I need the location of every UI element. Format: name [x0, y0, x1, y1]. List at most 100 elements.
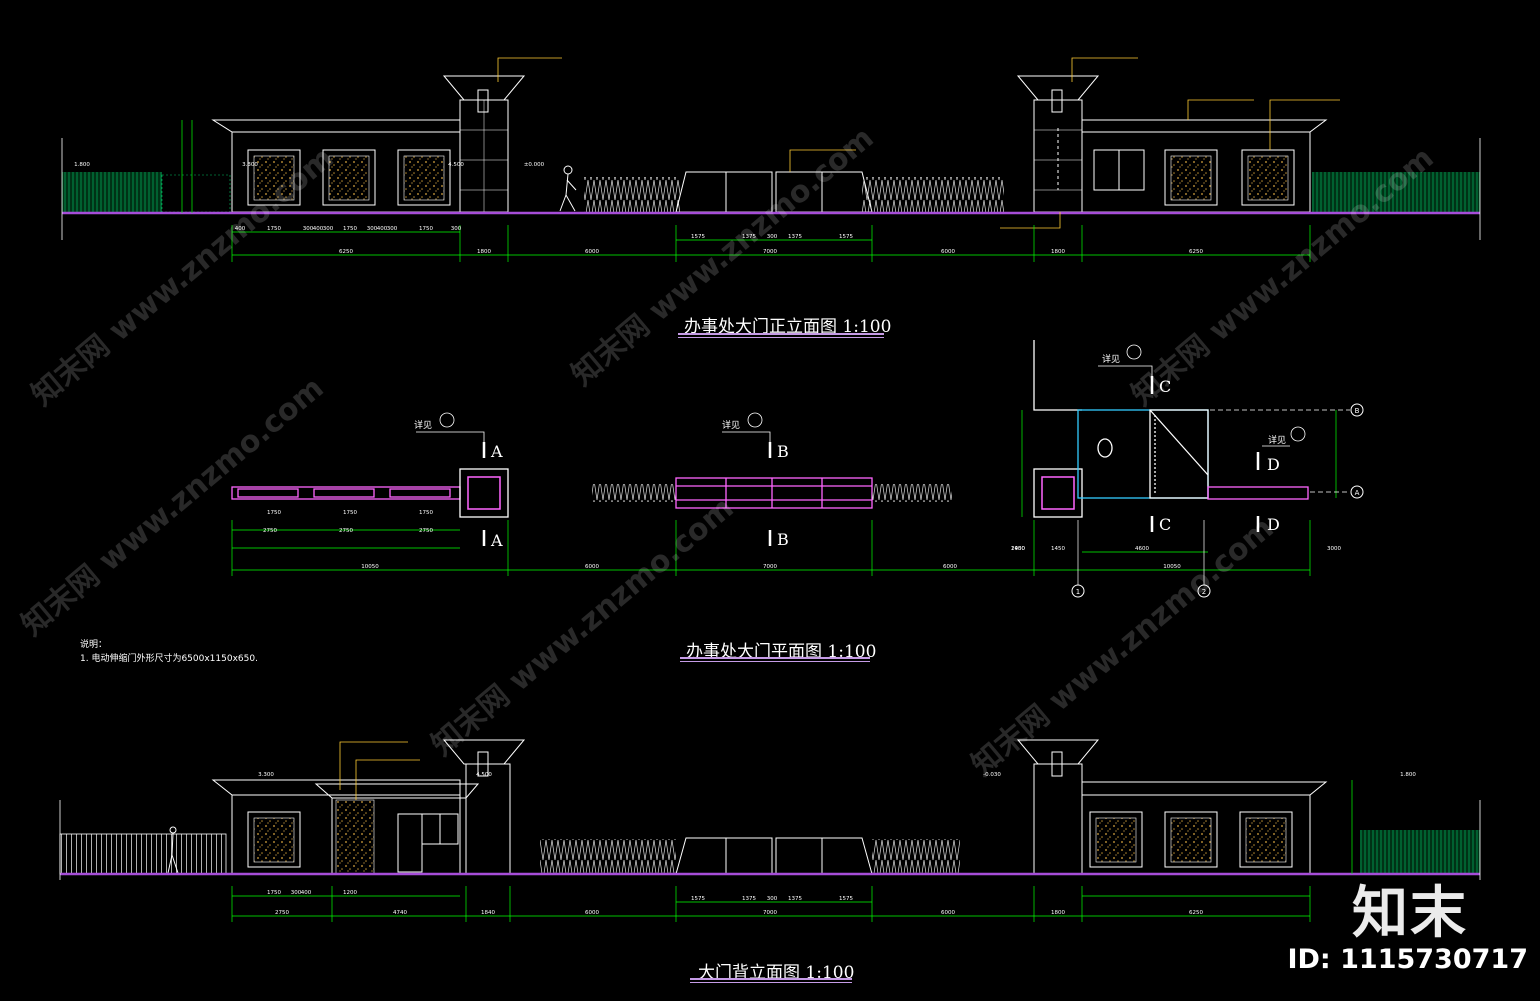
back-window-left [247, 811, 301, 868]
dim-front-row1-8: 300 [387, 226, 398, 232]
dim-front-row2-4: 6000 [941, 249, 955, 255]
plan-telescopic-left [592, 484, 676, 502]
plan-view [231, 340, 1364, 598]
dim-plan-row2-2: 2750 [419, 528, 433, 534]
title-front-underline-2 [678, 337, 884, 338]
front-elevation [61, 57, 1481, 262]
section-mark-c-bottom: C [1159, 515, 1171, 534]
section-mark-b-top: B [777, 442, 789, 461]
plan-telescopic-right [872, 484, 952, 502]
dim-back-mid-4: 1575 [839, 896, 853, 902]
title-back-underline [690, 978, 852, 980]
level-back-1: 4.500 [476, 772, 492, 778]
dim-back-row2-3: 6000 [585, 910, 599, 916]
back-window-right-1 [1089, 811, 1143, 868]
dim-plan-right-2: 2900 [1011, 546, 1025, 552]
dim-back-row2-4: 7000 [763, 910, 777, 916]
dim-plan-row1-2: 1750 [419, 510, 433, 516]
dim-front-row1-1: 1750 [267, 226, 281, 232]
section-mark-b-bottom: B [777, 530, 789, 549]
brand-logo: 知末 [1352, 881, 1468, 946]
back-tower-left [442, 739, 526, 875]
dim-back-mid-1: 1375 [742, 896, 756, 902]
dim-plan-row3-0: 10050 [361, 564, 379, 570]
axis-2: 2 [1202, 588, 1206, 596]
dim-back-row2-0: 2750 [275, 910, 289, 916]
level-back-3: 1.800 [1400, 772, 1416, 778]
center-gate [675, 171, 873, 213]
back-window-right-3 [1239, 811, 1293, 868]
brand-id: ID: 1115730717 [1287, 944, 1528, 975]
dim-back-mid-2: 300 [767, 896, 778, 902]
tower-right [1016, 75, 1100, 213]
human-figure [559, 165, 577, 212]
section-mark-d-bottom: D [1267, 515, 1280, 534]
back-center-gate [675, 837, 873, 875]
plan-left-wall [231, 486, 461, 500]
door-right [1093, 149, 1145, 191]
dim-plan-row3-2: 7000 [763, 564, 777, 570]
back-iron-gate [59, 833, 227, 875]
dim-front-row2-2: 6000 [585, 249, 599, 255]
dim-plan-right-3: 3000 [1327, 546, 1341, 552]
dim-back-row2-2: 1840 [481, 910, 495, 916]
axis-b: B [1355, 407, 1360, 415]
back-telescopic-left [540, 839, 676, 874]
level-front-0: 1.800 [74, 162, 90, 168]
dim-back-row2-1: 4740 [393, 910, 407, 916]
dim-front-mid-2: 300 [767, 234, 778, 240]
plan-center-gate [675, 477, 873, 509]
plan-guard-house [1033, 340, 1309, 518]
dim-plan-row1-1: 1750 [343, 510, 357, 516]
dim-back-row2-5: 6000 [941, 910, 955, 916]
dim-front-mid-4: 1575 [839, 234, 853, 240]
dim-back-row2-7: 6250 [1189, 910, 1203, 916]
dim-back-row1-2: 400 [301, 890, 312, 896]
title-front-elevation: 办事处大门正立面图 1:100 [684, 317, 892, 337]
notes-heading: 说明： [80, 640, 108, 650]
level-back-2: -0.030 [983, 772, 1001, 778]
title-plan-underline [680, 657, 870, 659]
dim-back-mid-3: 1375 [788, 896, 802, 902]
dim-plan-right-0: 1450 [1051, 546, 1065, 552]
section-mark-c-top: C [1159, 377, 1171, 396]
dim-plan-row3-3: 6000 [943, 564, 957, 570]
window-left-2 [322, 149, 376, 206]
dim-front-row1-4: 300 [323, 226, 334, 232]
level-front-2: 4.500 [448, 162, 464, 168]
dim-front-row1-9: 1750 [419, 226, 433, 232]
detail-label-a: 详见 [414, 419, 432, 431]
section-mark-a-top: A [490, 442, 503, 461]
section-mark-a-bottom: A [490, 531, 503, 550]
axis-1: 1 [1076, 588, 1080, 596]
detail-label-c: 详见 [1102, 353, 1120, 365]
dim-front-mid-0: 1575 [691, 234, 705, 240]
title-plan-underline-2 [680, 661, 870, 662]
dim-back-row1-3: 1200 [343, 890, 357, 896]
dim-plan-right-4: 1450 [1011, 546, 1025, 552]
level-back-0: 3.300 [258, 772, 274, 778]
dim-front-row2-5: 1800 [1051, 249, 1065, 255]
back-tower-right [1016, 739, 1100, 875]
back-window-right-2 [1164, 811, 1218, 868]
window-right-1 [1164, 149, 1218, 206]
back-hedge [1360, 830, 1480, 874]
dim-front-row2-6: 6250 [1189, 249, 1203, 255]
axis-a: A [1355, 489, 1360, 497]
window-right-2 [1241, 149, 1295, 206]
window-left-1 [247, 149, 301, 206]
detail-label-b: 详见 [722, 419, 740, 431]
dim-plan-row3-4: 10050 [1163, 564, 1181, 570]
dim-front-row1-6: 300 [367, 226, 378, 232]
dim-front-row2-1: 1800 [477, 249, 491, 255]
back-telescopic-right [872, 839, 960, 874]
dim-plan-right-1: 4600 [1135, 546, 1149, 552]
dim-back-row1-1: 300 [291, 890, 302, 896]
dim-plan-row2-0: 2750 [263, 528, 277, 534]
dim-front-row1-5: 1750 [343, 226, 357, 232]
dim-back-row2-6: 1800 [1051, 910, 1065, 916]
title-front-underline [678, 333, 884, 335]
dim-front-row1-0: 400 [235, 226, 246, 232]
